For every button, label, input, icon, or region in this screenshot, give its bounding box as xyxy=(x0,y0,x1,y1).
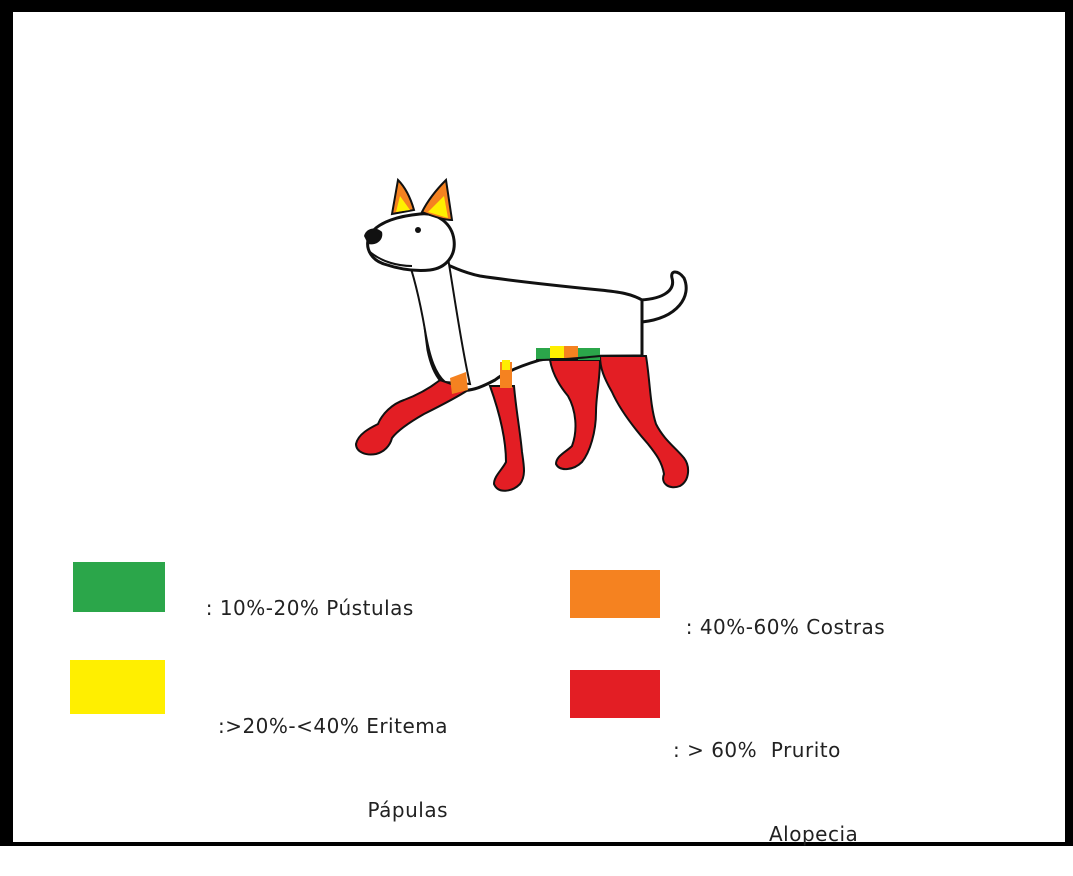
dog-front-leg xyxy=(488,385,525,492)
dog-neck xyxy=(397,238,472,386)
legend-swatch-green xyxy=(73,562,165,612)
legend-text-orange: : 40%-60% Costras xyxy=(685,615,886,639)
dog-icon xyxy=(354,177,690,492)
dog-tail xyxy=(634,270,688,324)
legend-swatch-orange xyxy=(570,570,660,618)
legend-swatch-yellow xyxy=(70,660,165,714)
legend-text-yellow-2: Pápulas xyxy=(367,798,448,822)
legend-label-yellow: :>20%-<40% Eritema Pápulas xyxy=(196,656,448,852)
image-frame xyxy=(0,0,1073,846)
legend-text-yellow: :>20%-<40% Eritema xyxy=(217,714,448,738)
dog-front-leg-raised xyxy=(354,378,471,456)
legend-label-green: : 10%-20% Pústulas xyxy=(192,566,414,622)
dog-head xyxy=(366,212,456,272)
legend-label-red: : > 60% Prurito Alopecia xyxy=(673,680,858,876)
dog-rear-leg-right xyxy=(598,355,690,489)
legend-swatch-red xyxy=(570,670,660,718)
legend-text-red-2: Alopecia xyxy=(769,822,859,846)
legend-text-green: : 10%-20% Pústulas xyxy=(205,596,414,620)
dog-eye xyxy=(415,227,421,233)
dog-ear-left xyxy=(390,177,416,216)
dog-rear-leg-left xyxy=(548,359,602,470)
legend-text-red: : > 60% Prurito xyxy=(673,738,841,762)
legend-label-orange: : 40%-60% Costras xyxy=(672,585,885,641)
dog-nose xyxy=(364,228,383,245)
